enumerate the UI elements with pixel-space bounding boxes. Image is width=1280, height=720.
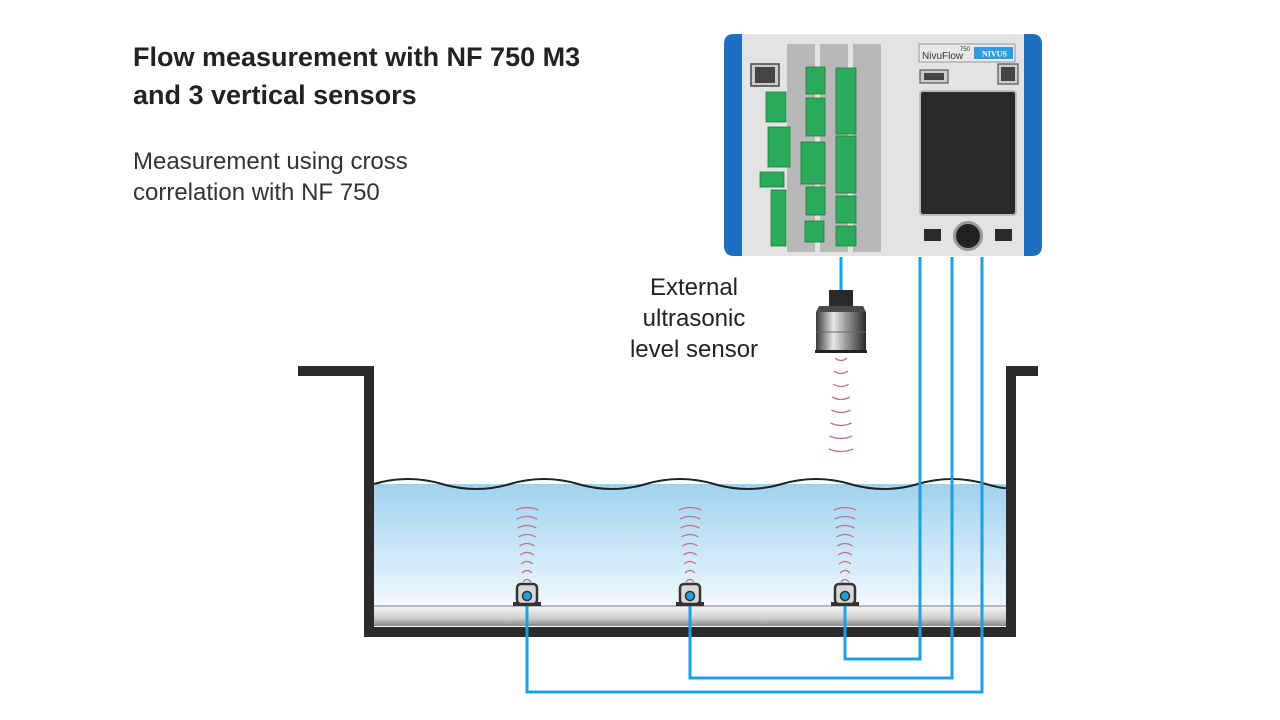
wave-arc-down bbox=[833, 370, 849, 375]
diagram-title: Flow measurement with NF 750 M3 and 3 ve… bbox=[133, 38, 580, 114]
ultrasonic-waves-from-level-sensor bbox=[828, 357, 854, 453]
ultrasonic-waves-in-water bbox=[515, 506, 857, 583]
device-button-right bbox=[995, 229, 1012, 241]
wave-arc-up bbox=[516, 515, 538, 520]
wave-arc-up bbox=[521, 569, 533, 574]
cable-sensor-3 bbox=[843, 257, 922, 661]
wave-arc-up bbox=[840, 578, 850, 583]
device-name: NivuFlow bbox=[922, 51, 964, 62]
device-left-bumper bbox=[724, 34, 742, 256]
device-display bbox=[919, 90, 1017, 216]
wave-arc-up bbox=[836, 533, 854, 538]
wave-arc-up bbox=[837, 542, 853, 547]
wave-arc-up bbox=[680, 524, 700, 529]
wave-arc-up bbox=[839, 569, 851, 574]
wave-arc-down bbox=[830, 422, 852, 427]
level-sensor-label-line-3: level sensor bbox=[629, 336, 759, 363]
wave-arc-down bbox=[831, 396, 851, 401]
wave-arc-up bbox=[685, 578, 695, 583]
wave-arc-up bbox=[834, 515, 856, 520]
nivuflow-device: NivuFlow 750 NIVUS bbox=[724, 34, 1042, 256]
wave-arc-up bbox=[519, 542, 535, 547]
wave-arc-up bbox=[682, 551, 698, 556]
wave-arc-up bbox=[520, 560, 534, 565]
cable-sensor-1 bbox=[525, 257, 984, 694]
ultrasonic-level-sensor bbox=[815, 290, 867, 353]
wave-arc-up bbox=[678, 506, 702, 511]
subtitle-line-1: Measurement using cross bbox=[133, 148, 408, 175]
brand-logo bbox=[974, 47, 1013, 59]
device-model: 750 bbox=[960, 47, 971, 53]
wave-arc-up bbox=[681, 533, 699, 538]
wave-arc-down bbox=[831, 409, 851, 414]
wave-arc-up bbox=[679, 515, 701, 520]
wave-arc-up bbox=[838, 560, 852, 565]
level-sensor-label-line-1: External bbox=[649, 274, 739, 301]
wave-arc-down bbox=[828, 448, 854, 453]
wave-arc-up bbox=[518, 533, 536, 538]
channel bbox=[298, 366, 1038, 637]
wave-arc-down bbox=[832, 383, 850, 388]
wave-arc-up bbox=[833, 506, 857, 511]
flow-sensor-1 bbox=[513, 582, 541, 606]
wave-arc-up bbox=[835, 524, 855, 529]
wave-arc-up bbox=[517, 524, 537, 529]
io-modules bbox=[759, 66, 857, 247]
wave-arc-up bbox=[682, 542, 698, 547]
diagram-subtitle: Measurement using cross correlation with… bbox=[133, 146, 408, 208]
water-surface-wave bbox=[373, 478, 1012, 490]
title-line-2: and 3 vertical sensors bbox=[133, 80, 417, 110]
title-line-1: Flow measurement with NF 750 M3 bbox=[133, 42, 581, 72]
brand-name: NIVUS bbox=[982, 50, 1007, 59]
cables bbox=[525, 257, 984, 694]
subtitle-line-2: correlation with NF 750 bbox=[133, 179, 380, 206]
cable-sensor-2 bbox=[688, 257, 954, 680]
wave-arc-up bbox=[683, 560, 697, 565]
level-sensor-label-line-2: ultrasonic bbox=[642, 305, 746, 332]
wave-arc-up bbox=[515, 506, 539, 511]
flow-sensor-2 bbox=[676, 582, 704, 606]
device-button-left bbox=[924, 229, 941, 241]
flow-sensor-3 bbox=[831, 582, 859, 606]
device-right-bumper bbox=[1024, 34, 1042, 256]
level-sensor-label: External ultrasonic level sensor bbox=[614, 272, 774, 365]
wave-arc-up bbox=[837, 551, 853, 556]
wave-arc-up bbox=[684, 569, 696, 574]
wave-arc-up bbox=[522, 578, 532, 583]
wave-arc-down bbox=[829, 435, 853, 440]
wave-arc-up bbox=[519, 551, 535, 556]
wave-arc-down bbox=[834, 357, 848, 362]
